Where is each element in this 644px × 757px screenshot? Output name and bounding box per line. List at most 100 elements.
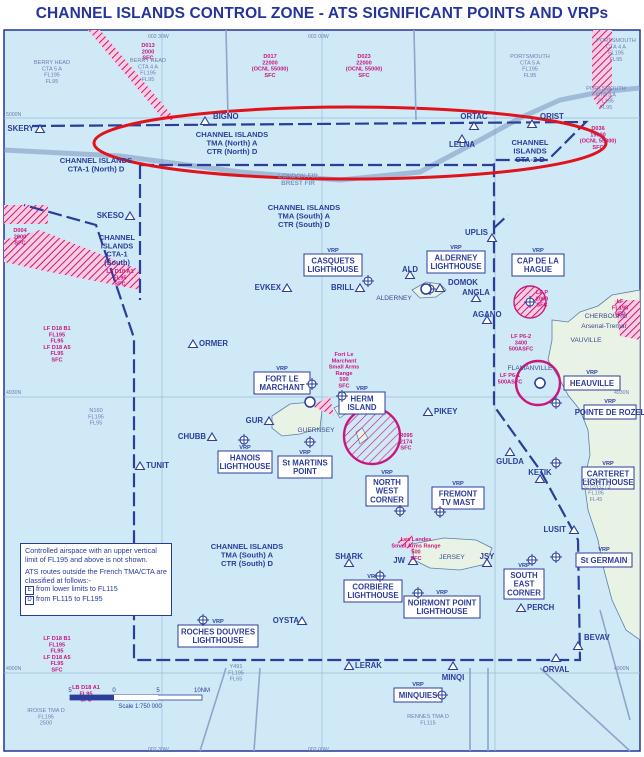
- point-uplis-icon: [486, 232, 498, 243]
- vrp-label-box: [511, 253, 565, 277]
- place-0: ALDERNEY: [376, 295, 412, 302]
- vrp-tag: VRP: [586, 370, 598, 376]
- vrp-label-box: [563, 375, 621, 391]
- point-skeso: SKESO: [97, 211, 124, 220]
- vrp-marker-icon: [394, 505, 406, 517]
- grid-label: 002 30W: [148, 747, 169, 753]
- point-oysta-icon: [296, 615, 308, 626]
- vrp-tag: VRP: [604, 399, 616, 405]
- point-lusit: LUSIT: [543, 525, 566, 534]
- point-ald: ALD: [402, 265, 418, 274]
- point-jsy-icon: [481, 557, 493, 568]
- note-item-2-text: from FL115 to FL195: [36, 594, 103, 604]
- vrp-tag: VRP: [367, 574, 379, 580]
- vrp-tag: VRP: [212, 619, 224, 625]
- vrp-label-box: [581, 466, 635, 490]
- point-jw-icon: [407, 555, 419, 566]
- vrp-label-box: [575, 552, 633, 568]
- vrp-tag: VRP: [602, 461, 614, 467]
- highlight-ellipse: [92, 105, 608, 181]
- point-chubb-icon: [206, 431, 218, 442]
- grid-label: 002 00W: [308, 34, 329, 40]
- vrp-marker-icon: [374, 570, 386, 582]
- airspace-note: Controlled airspace with an upper vertic…: [20, 543, 172, 616]
- vrp-tag: VRP: [239, 445, 251, 451]
- point-ortac-icon: [468, 120, 480, 131]
- point-bevav-icon: [572, 640, 584, 651]
- note-line-2: ATS routes outside the French TMA/CTA ar…: [25, 567, 167, 585]
- place-5: VAUVILLE: [570, 337, 602, 344]
- point-tunit: TUNIT: [146, 461, 169, 470]
- point-shark-icon: [343, 557, 355, 568]
- airfield-icon: [304, 396, 316, 408]
- grid-label: 002 00W: [308, 747, 329, 753]
- vrp-label-box: [343, 579, 403, 603]
- vrp-tag: VRP: [412, 682, 424, 688]
- point-ketik: KETIK: [528, 468, 552, 477]
- point-lerak-icon: [343, 660, 355, 671]
- chart-title: CHANNEL ISLANDS CONTROL ZONE - ATS SIGNI…: [35, 5, 609, 22]
- vrp-tag: VRP: [356, 386, 368, 392]
- scale-tick: 5: [156, 688, 160, 694]
- place-2: JERSEY: [439, 554, 465, 561]
- ats-routes: [199, 29, 631, 752]
- place-3: CHERBOURG: [585, 313, 628, 320]
- point-evkex-icon: [281, 282, 293, 293]
- vrp-tag: VRP: [327, 248, 339, 254]
- vrp-marker-icon: [550, 457, 562, 469]
- vrp-marker-icon: [524, 296, 536, 308]
- vrp-label-box: [503, 568, 545, 600]
- airfield-icon: [534, 377, 546, 389]
- point-orval: ORVAL: [543, 665, 570, 674]
- point-chubb: CHUBB: [178, 432, 207, 441]
- point-lerak: LERAK: [355, 661, 382, 670]
- point-jsy: JSY: [480, 552, 496, 561]
- point-pikey-icon: [422, 406, 434, 417]
- place-6: FLAMANVILLE: [508, 365, 553, 372]
- point-skeso-icon: [124, 210, 136, 221]
- point-minqi-icon: [447, 660, 459, 671]
- point-ormer: ORMER: [199, 339, 228, 348]
- vrp-label-box: [303, 253, 363, 277]
- point-skery: SKERY: [7, 124, 34, 133]
- grid-label: 4900N: [614, 666, 630, 672]
- vrp-marker-icon: [436, 689, 448, 701]
- point-gur: GUR: [246, 416, 264, 425]
- vrp-tag: VRP: [452, 481, 464, 487]
- vrp-label-box: [426, 250, 486, 274]
- scale-tick: 0: [112, 688, 116, 694]
- point-perch: PERCH: [527, 603, 555, 612]
- vrp-marker-icon: [238, 434, 250, 446]
- grid-label: 002 30W: [148, 34, 169, 40]
- scale-tick: 5: [68, 688, 72, 694]
- point-gulda: GULDA: [496, 457, 524, 466]
- point-angla: ANGLA: [462, 288, 490, 297]
- vrp-label-box: [277, 455, 333, 479]
- point-agano: AGANO: [472, 310, 501, 319]
- point-pikey: PIKEY: [434, 407, 458, 416]
- point-bigno-icon: [199, 115, 211, 126]
- point-jw: JW: [393, 556, 405, 565]
- grid-label: 4930N: [6, 390, 22, 396]
